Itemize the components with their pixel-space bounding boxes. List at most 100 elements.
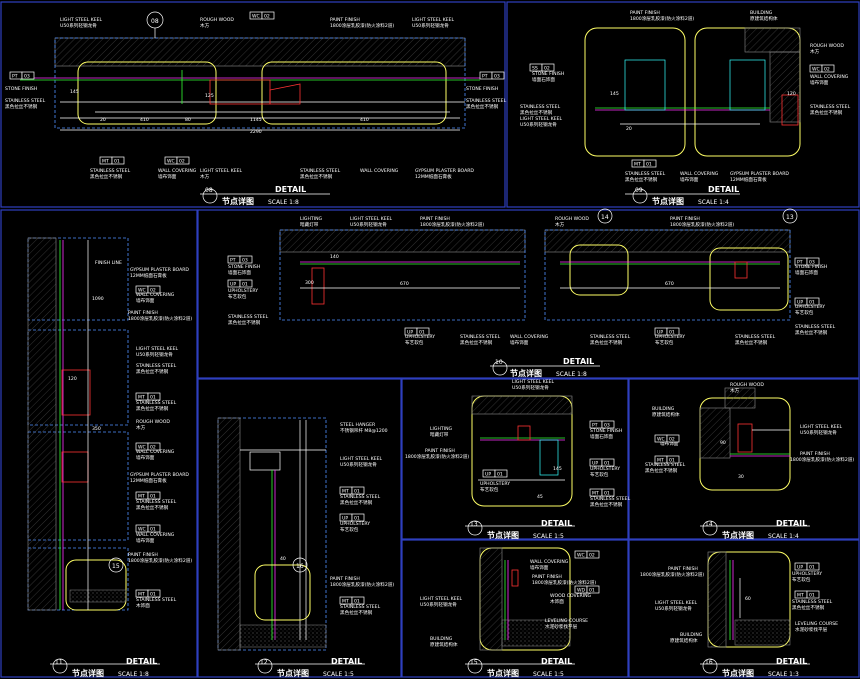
labels-leveling: LEVELING COURSE xyxy=(795,621,838,627)
labels-paint-finish-cn: 1800涂层乳胶漆(防火涂料2道) xyxy=(128,315,192,322)
tags-pt03n: 03 xyxy=(24,74,30,80)
detail-11-texts: 15 FINISH LINE GYPSUM PLASTER BOARD 12MM… xyxy=(68,260,192,609)
labels-wall-covering-cn: 墙布饰面 xyxy=(530,564,549,571)
dims-d11c: 350 xyxy=(92,426,101,432)
labels-stainless-steel: STAINLESS STEEL xyxy=(520,104,561,110)
labels-building: BUILDING xyxy=(750,10,773,16)
tags-up01: UP xyxy=(342,516,348,522)
detail-12-drawing xyxy=(217,417,327,651)
details-1-num: 09 xyxy=(635,187,643,194)
labels-stone-finish: STONE FINISH xyxy=(590,428,622,434)
labels-light-steel-keel-cn: U50系列轻钢龙骨 xyxy=(800,429,837,436)
tags-mt01: MT xyxy=(657,458,664,464)
labels-wall-covering-cn: 墙布饰面 xyxy=(680,176,699,183)
tags-pt03: PT xyxy=(592,423,598,429)
tags-up01n: 01 xyxy=(809,300,815,306)
labels-upholstery-cn: 布艺软包 xyxy=(590,471,609,478)
details-3-num: 11 xyxy=(55,659,63,666)
dims-d09c: 120 xyxy=(787,91,796,97)
details-1-scale: SCALE 1:4 xyxy=(698,199,729,206)
labels-rough-wood-cn: 木方 xyxy=(810,48,820,55)
labels-light-steel-keel-cn: U50系列轻钢龙骨 xyxy=(340,461,377,468)
detail-10-texts: 14 13 LIGHTING 暗藏灯带 LIGHT STEEL KEEL U50… xyxy=(228,214,836,346)
details-2-scale: SCALE 1:8 xyxy=(556,371,587,378)
labels-upholstery-cn: 布艺软包 xyxy=(340,526,359,533)
labels-stainless-steel-cn: 黑色拉丝不锈钢 xyxy=(520,109,553,116)
details-3-scale: SCALE 1:8 xyxy=(118,671,149,678)
labels-light-steel-keel: LIGHT STEEL KEEL xyxy=(340,456,383,462)
dim-145: 145 xyxy=(70,89,79,95)
label-stone-finish: STONE FINISH xyxy=(466,86,498,92)
labels-wall-covering-cn: 墙布饰面 xyxy=(136,297,155,304)
tags-wc02: WC xyxy=(138,445,146,451)
tags-wc02: WC xyxy=(138,288,146,294)
labels-wall-covering: WALL COVERING xyxy=(530,559,569,565)
labels-light-steel-keel-cn: U50系列轻钢龙骨 xyxy=(350,221,387,228)
detail-12-title: 12 DETAIL 节点详图 SCALE 1:5 xyxy=(255,657,365,678)
labels-wall-covering: WALL COVERING xyxy=(136,532,175,538)
tags-mt01n: 01 xyxy=(150,395,156,401)
tags-wc02: WC xyxy=(577,553,585,559)
labels-upholstery: UPHOLSTERY xyxy=(590,466,620,472)
tags-up01: UP xyxy=(407,330,413,336)
callout-08: 08 xyxy=(151,18,159,25)
details-5-num: 13 xyxy=(470,521,478,528)
dim-80: 80 xyxy=(185,117,191,123)
dim-20: 20 xyxy=(100,117,106,123)
labels-stainless-steel: STAINLESS STEEL xyxy=(340,604,381,610)
labels-light-steel-keel: LIGHT STEEL KEEL xyxy=(512,379,555,385)
tags-wc02: WC xyxy=(252,14,260,20)
detail-word: DETAIL xyxy=(275,185,306,194)
label-stainless-steel: STAINLESS STEEL xyxy=(5,98,46,104)
tags-pt03: PT xyxy=(797,260,803,266)
tags-wc02: WC xyxy=(657,437,665,443)
dims-d11b: 120 xyxy=(68,376,77,382)
tags-pt03n: 03 xyxy=(809,260,815,266)
labels-lighting: LIGHTING xyxy=(300,216,323,222)
labels-rough-wood-cn: 木方 xyxy=(555,221,565,228)
labels-building-cn: 原建筑结构体 xyxy=(750,15,778,22)
labels-building: BUILDING xyxy=(680,632,703,638)
dim-125: 125 xyxy=(205,93,214,99)
tags-ss02: SS xyxy=(532,66,538,72)
labels-building-cn: 原建筑结构体 xyxy=(652,411,680,418)
tags-mt01: MT xyxy=(592,491,599,497)
detail-number: 08 xyxy=(205,187,213,194)
detail-09-texts: PAINT FINISH 1800涂层乳胶漆(防火涂料2道) BUILDING … xyxy=(520,10,851,183)
labels-stainless-steel-cn: 黑色拉丝不锈钢 xyxy=(645,467,678,474)
details-7-scale: SCALE 1:5 xyxy=(533,671,564,678)
tags-mt01: MT xyxy=(342,489,349,495)
labels-wall-covering-cn: 墙布饰面 xyxy=(510,339,529,346)
dims-d10d: 300 xyxy=(305,280,314,286)
detail-08-texts: 08 LIGHT STEEL KEEL U50系列轻钢龙骨 ROUGH WOOD… xyxy=(5,17,507,180)
labels-wall-covering-cn: 墙布饰面 xyxy=(660,440,679,447)
tags-up01: UP xyxy=(657,330,663,336)
labels-paint-finish: PAINT FINISH xyxy=(128,552,158,558)
tags-up01n: 01 xyxy=(809,565,815,571)
tags-pt03: PT xyxy=(482,74,488,80)
labels-light-steel-keel: LIGHT STEEL KEEL xyxy=(520,116,563,122)
title-cn: 节点详图 xyxy=(652,196,684,206)
labels-light-steel-keel: LIGHT STEEL KEEL xyxy=(136,346,179,352)
labels-stainless-steel-cn: 黑色拉丝不锈钢 xyxy=(792,604,825,611)
detail-10-drawing xyxy=(279,208,798,321)
labels-stainless-steel: STAINLESS STEEL xyxy=(590,334,631,340)
labels-stainless-steel-cn: 黑色拉丝不锈钢 xyxy=(795,329,828,336)
labels-stainless-steel-cn: 黑色拉丝不锈钢 xyxy=(590,501,623,508)
labels-lighting-cn: 暗藏灯带 xyxy=(430,431,449,438)
tags-mt01n: 01 xyxy=(809,593,815,599)
labels-stainless-steel: STAINLESS STEEL xyxy=(136,597,177,603)
labels-paint-finish: PAINT FINISH xyxy=(330,576,360,582)
labels-stone-finish-cn: 墙面石饰面 xyxy=(532,76,555,83)
labels-stainless-steel: STAINLESS STEEL xyxy=(340,494,381,500)
label-light-steel-keel-cn: U50系列轻钢龙骨 xyxy=(60,22,97,29)
title-cn: 节点详图 xyxy=(487,668,519,678)
detail-16-texts: PAINT FINISH 1800涂层乳胶漆(防火涂料2道) LIGHT STE… xyxy=(640,566,838,644)
labels-wall-covering: WALL COVERING xyxy=(136,292,175,298)
labels-paint-finish: PAINT FINISH xyxy=(425,448,455,454)
details-6-scale: SCALE 1:4 xyxy=(768,533,799,540)
labels-wall-covering: WALL COVERING xyxy=(510,334,549,340)
